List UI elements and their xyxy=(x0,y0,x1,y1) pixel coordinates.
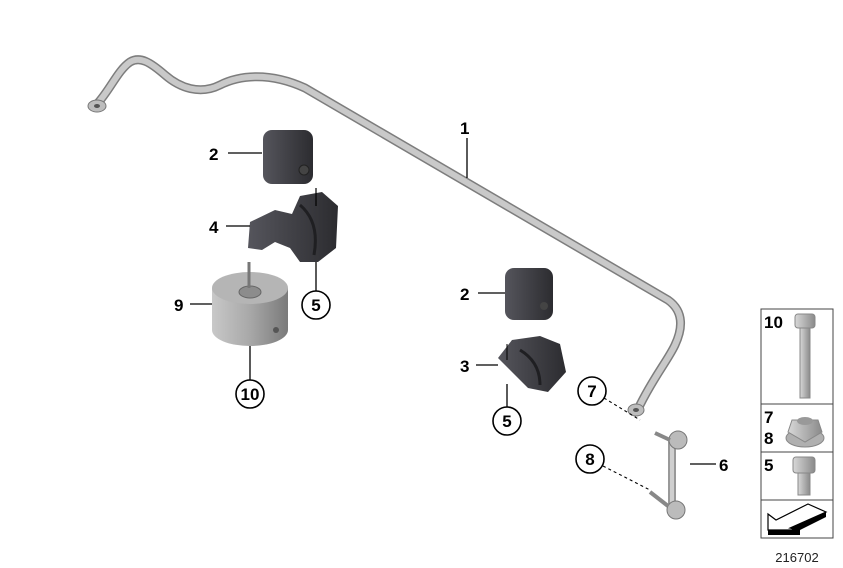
stabilizer-bar[interactable] xyxy=(87,55,685,417)
rubber-bushing-right[interactable] xyxy=(505,268,553,320)
callout-5-right[interactable]: 5 xyxy=(492,406,522,436)
rubber-bushing-left[interactable] xyxy=(263,130,313,184)
callout-6[interactable]: 6 xyxy=(719,456,728,475)
callout-9[interactable]: 9 xyxy=(174,296,183,315)
long-bolt-icon xyxy=(794,313,816,399)
callout-4[interactable]: 4 xyxy=(209,218,219,237)
callout-3[interactable]: 3 xyxy=(460,357,469,376)
callout-2-left[interactable]: 2 xyxy=(209,145,218,164)
callout-5-left-text: 5 xyxy=(311,296,320,315)
damper-weight[interactable] xyxy=(212,262,288,346)
catalog-number: 216702 xyxy=(775,550,818,565)
callout-10-text: 10 xyxy=(241,385,260,404)
callout-10[interactable]: 10 xyxy=(235,379,265,409)
legend-label-8: 8 xyxy=(764,429,773,448)
bracket-left[interactable] xyxy=(248,188,338,262)
callout-2-right[interactable]: 2 xyxy=(460,285,469,304)
callout-5-left[interactable]: 5 xyxy=(301,290,331,320)
hardware-legend-panel: 10 7 8 5 xyxy=(760,308,834,539)
callout-5-right-text: 5 xyxy=(502,412,511,431)
callout-7-text: 7 xyxy=(587,382,596,401)
direction-arrow-icon xyxy=(767,503,828,535)
callout-7[interactable]: 7 xyxy=(577,376,607,406)
callout-8[interactable]: 8 xyxy=(575,444,605,474)
legend-label-5: 5 xyxy=(764,456,773,475)
coupling-link[interactable] xyxy=(648,430,688,520)
callout-8-text: 8 xyxy=(585,450,594,469)
short-bolt-icon xyxy=(792,456,816,496)
bracket-right[interactable] xyxy=(498,336,566,392)
legend-label-7: 7 xyxy=(764,408,773,427)
flange-nut-icon xyxy=(785,417,825,448)
callout-1[interactable]: 1 xyxy=(460,119,469,138)
legend-label-10: 10 xyxy=(764,313,783,332)
